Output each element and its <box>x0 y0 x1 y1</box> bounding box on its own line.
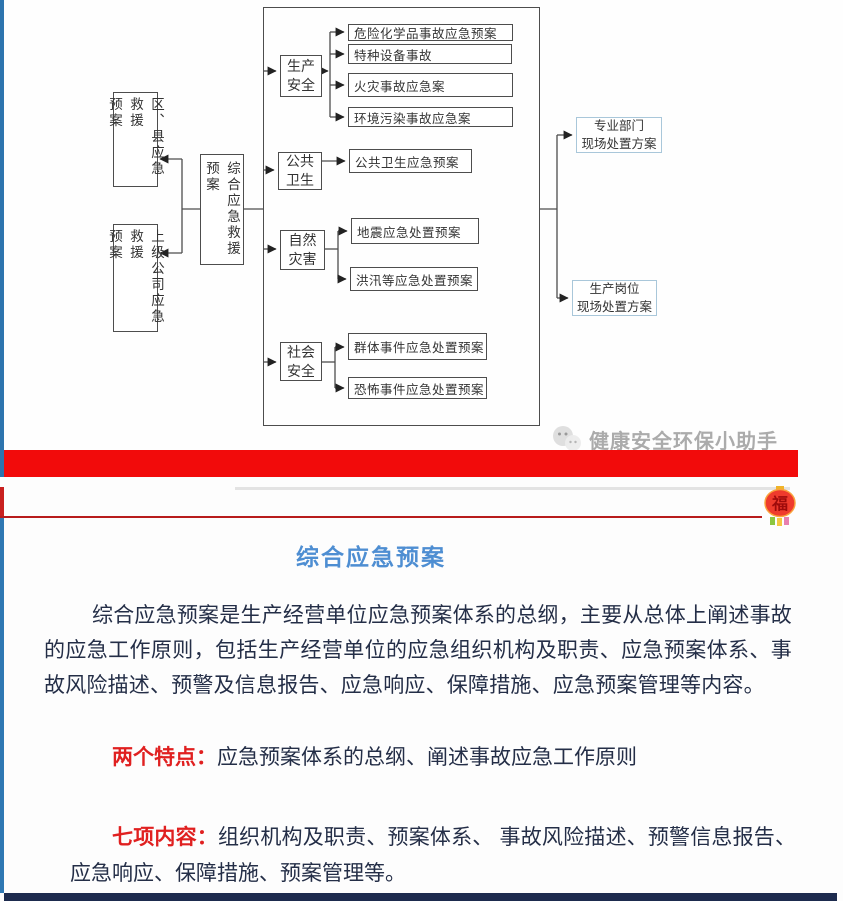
flow-box-environmental-pollution-plan: 环境污染事故应急案 <box>348 107 513 127</box>
two-features-label: 两个特点： <box>112 746 217 769</box>
flow-box-public-health-plan: 公共卫生应急预案 <box>349 149 472 173</box>
flowchart-outer-frame <box>263 7 540 426</box>
flowchart-connectors <box>159 27 573 393</box>
flow-box-category-public-health: 公共 卫生 <box>278 152 322 190</box>
flow-box-hazchem-accident-plan: 危险化学品事故应急预案 <box>348 24 513 41</box>
flow-box-parent-company-plan: 上级公司应急救援 预案 <box>107 224 164 332</box>
flow-box-mass-incident-plan: 群体事件应急处置预案 <box>348 333 487 360</box>
section-paragraph: 综合应急预案是生产经营单位应急预案体系的总纲，主要从总体上阐述事故的应急工作原则… <box>44 604 792 697</box>
watermark: 健康安全环保小助手 <box>551 424 778 454</box>
flow-box-district-county-plan-label: 区、县应急救援 预案 <box>107 97 164 177</box>
seven-contents-label: 七项内容： <box>112 826 218 849</box>
flow-box-earthquake-plan: 地震应急处置预案 <box>351 218 479 244</box>
flow-box-comprehensive-plan-root-label: 综合应急救援预案 <box>204 161 240 257</box>
lantern-icon: 福 <box>764 486 796 526</box>
flow-box-parent-company-plan-label: 上级公司应急救援 预案 <box>107 229 164 325</box>
emergency-plan-flowchart: 区、县应急救援 预案 上级公司应急救援 预案 综合应急救援预案 生产 安全 公共… <box>0 0 843 450</box>
section-header-rule <box>0 516 762 518</box>
flow-box-professional-dept-onsite-plan: 专业部门 现场处置方案 <box>576 117 662 153</box>
section-title: 综合应急预案 <box>296 544 446 570</box>
watermark-text: 健康安全环保小助手 <box>589 430 778 453</box>
two-features-text: 应急预案体系的总纲、阐述事故应急工作原则 <box>217 746 637 769</box>
flow-box-terror-incident-plan: 恐怖事件应急处置预案 <box>348 377 487 399</box>
flow-box-category-social-security: 社会 安全 <box>280 342 322 381</box>
flow-box-comprehensive-plan-root: 综合应急救援预案 <box>200 154 244 265</box>
seven-contents-text: 组织机构及职责、预案体系、 事故风险描述、预警信息报告、应急响应、保障措施、预案… <box>70 826 796 885</box>
bottom-navy-bar <box>4 893 837 901</box>
flow-box-special-equipment-accident: 特种设备事故 <box>348 44 512 64</box>
two-features-line: 两个特点：应急预案体系的总纲、阐述事故应急工作原则 <box>70 740 796 776</box>
flow-box-fire-accident-plan: 火灾事故应急案 <box>348 73 513 97</box>
flow-box-district-county-plan: 区、县应急救援 预案 <box>107 92 164 187</box>
red-divider-bar <box>0 450 798 477</box>
seven-contents-line: 七项内容：组织机构及职责、预案体系、 事故风险描述、预警信息报告、应急响应、保障… <box>70 820 796 892</box>
left-red-stripe <box>0 487 4 518</box>
flow-box-category-natural-disaster: 自然 灾害 <box>280 230 325 270</box>
flow-box-flood-plan: 洪汛等应急处置预案 <box>350 267 478 291</box>
scan-artifact-line <box>235 487 790 490</box>
left-blue-stripe-top <box>0 0 4 477</box>
watermark-logo-icon <box>553 426 581 451</box>
flow-box-production-post-onsite-plan: 生产岗位 现场处置方案 <box>572 280 657 316</box>
flow-box-category-production-safety: 生产 安全 <box>280 55 322 97</box>
svg-text:福: 福 <box>771 494 788 513</box>
left-blue-stripe-bottom <box>0 518 4 893</box>
